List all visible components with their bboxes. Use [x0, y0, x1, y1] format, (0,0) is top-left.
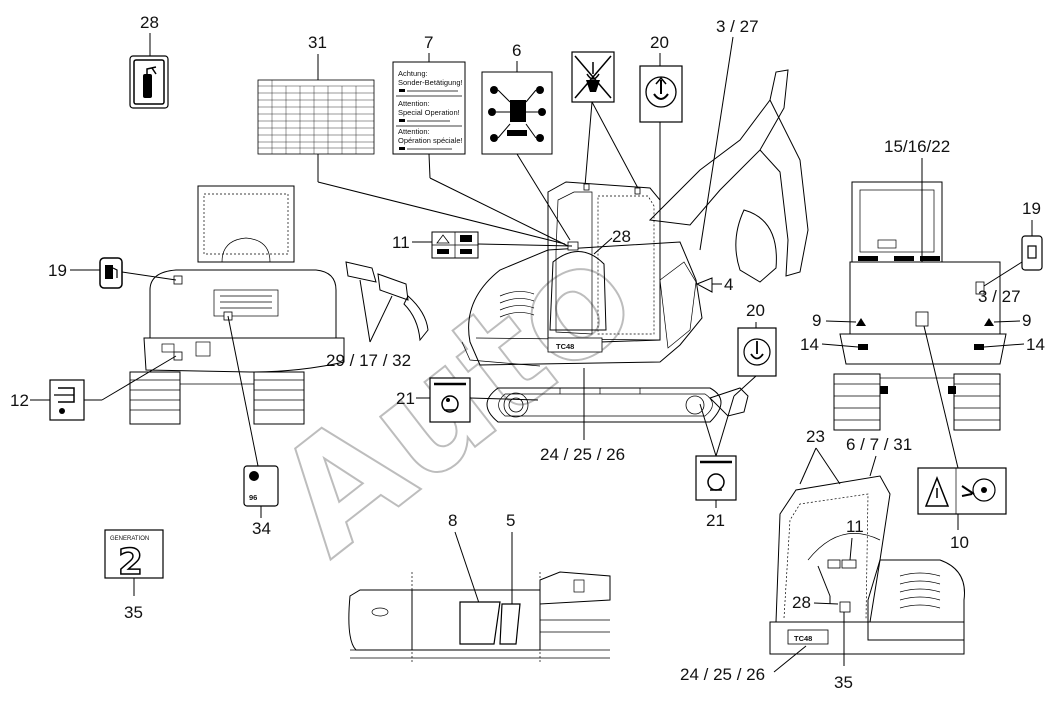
fire-extinguisher-icon: [143, 66, 157, 98]
decal-28-fire-extinguisher: 28: [129, 13, 169, 109]
main-excavator-side-view: TC48: [461, 69, 809, 423]
hydraulic-oil-icon: [54, 387, 75, 414]
callout-9-left: 9: [812, 311, 821, 330]
decal-19-right: 19: [983, 199, 1043, 287]
callout-28-bottom: 28: [792, 593, 811, 612]
callout-21-right: 21: [706, 511, 725, 530]
decal-6-controls: 6: [481, 41, 553, 155]
rear-view-excavator: [129, 185, 345, 425]
model-badge-bottom: TC48: [794, 634, 812, 643]
no-lifting-icon: [574, 55, 612, 99]
decal-35-generation: GENERATION 2 35: [104, 529, 164, 622]
callout-4: 4: [724, 275, 733, 294]
callout-35-left: 35: [124, 603, 143, 622]
fuel-pump-icon: [105, 265, 118, 279]
generation-label: GENERATION: [110, 536, 149, 542]
callout-12: 12: [10, 391, 29, 410]
generation-number: 2: [118, 542, 143, 583]
callout-28-mid: 28: [612, 227, 631, 246]
decal-31-load-table: 31: [257, 33, 375, 155]
sign7-line3: Attention:: [398, 99, 430, 108]
warning-triangle-icon: [924, 475, 950, 507]
sign7-line2: Sonder-Betätigung!: [398, 78, 463, 87]
sign7-line6: Opération spéciale!: [398, 136, 463, 145]
callout-6: 6: [512, 41, 521, 60]
callout-34: 34: [252, 519, 271, 538]
decal-29-17-32-stripes: 29 / 17 / 32: [326, 261, 429, 370]
decal-20-lifting-point-top: 20: [639, 33, 683, 200]
callout-10: 10: [950, 533, 969, 552]
callout-5: 5: [506, 511, 515, 530]
callout-3-27-right: 3 / 27: [978, 287, 1021, 306]
front-view-excavator: 15/16/22: [833, 137, 1007, 431]
callout-9-right: 9: [1022, 311, 1031, 330]
sign7-line5: Attention:: [398, 127, 430, 136]
decal-20-lifting-point-mid: 20: [733, 301, 777, 397]
decal-7-special-operation: 7 Achtung: Sonder-Betätigung! Attention:…: [392, 33, 466, 155]
model-badge-side: TC48: [556, 342, 574, 351]
lifting-hook-icon: [645, 76, 677, 108]
callout-20-mid: 20: [746, 301, 765, 320]
callout-23: 23: [806, 427, 825, 446]
callout-31: 31: [308, 33, 327, 52]
callout-14-right: 14: [1026, 335, 1045, 354]
bottom-center-detail: 8 5: [348, 511, 611, 664]
decal-21-left: 21: [396, 377, 539, 423]
decal-11-mid: 11: [392, 231, 573, 259]
fan-hazard-icon: [961, 478, 996, 502]
callout-35-bottom: 35: [834, 673, 853, 692]
decal-34-noise: 96 34: [227, 315, 279, 538]
callout-6-7-31: 6 / 7 / 31: [846, 435, 912, 454]
decal-12-hydraulic: 12: [10, 355, 177, 421]
callout-21-left: 21: [396, 389, 415, 408]
decal-19-left-fuel: 19: [48, 257, 177, 289]
callout-8: 8: [448, 511, 457, 530]
callout-7: 7: [424, 33, 433, 52]
callout-15-16-22: 15/16/22: [884, 137, 950, 156]
callout-11-mid: 11: [392, 233, 410, 252]
bottom-right-excavator-view: 23 6 / 7 / 31 TC48: [769, 427, 965, 655]
sign7-line4: Special Operation!: [398, 108, 460, 117]
decal-no-lifting-sign: [571, 51, 640, 191]
callout-28-top: 28: [140, 13, 159, 32]
callout-29-17-32: 29 / 17 / 32: [326, 351, 411, 370]
sign7-line1: Achtung:: [398, 69, 428, 78]
sticker34-value: 96: [249, 493, 257, 502]
decal-21-right: 21: [695, 395, 737, 530]
callout-11-right: 11: [846, 517, 864, 536]
callout-24-25-26-mid: 24 / 25 / 26: [540, 445, 625, 464]
callout-14-left: 14: [800, 335, 819, 354]
callout-24-25-26-bottom: 24 / 25 / 26: [680, 665, 765, 684]
callout-19-right: 19: [1022, 199, 1041, 218]
callout-3-27-top: 3 / 27: [716, 17, 759, 36]
crush-hazard-icon: [434, 382, 466, 413]
decal-10-fan-warning: 10: [917, 325, 1007, 552]
callout-20-top: 20: [650, 33, 669, 52]
callout-19-left: 19: [48, 261, 67, 280]
